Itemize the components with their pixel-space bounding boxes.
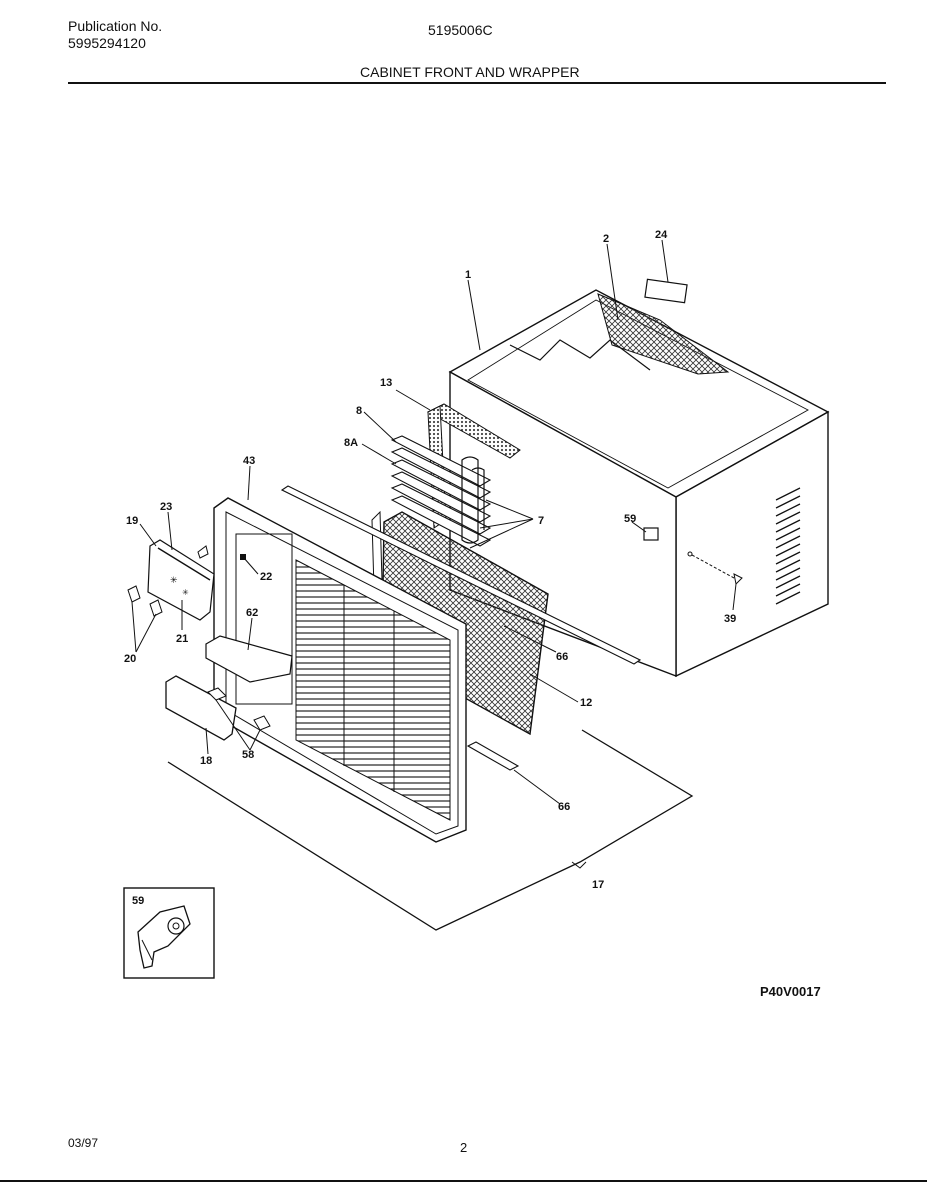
label-part-24: [644, 278, 688, 304]
header-rule: [68, 82, 886, 84]
rail-top: [280, 485, 642, 665]
callout-13: 13: [380, 377, 392, 389]
diagram-reference: P40V0017: [760, 984, 821, 999]
knob-part-20: [127, 585, 163, 617]
coil-tubes-part-7: [461, 456, 485, 544]
callout-8a: 8A: [344, 437, 358, 449]
callout-62: 62: [246, 607, 258, 619]
revision-date: 03/97: [68, 1136, 99, 1150]
svg-text:✳: ✳: [170, 575, 178, 585]
callout-8: 8: [356, 405, 362, 417]
bracket-part-59: [643, 527, 659, 541]
drawer-part-62: [205, 635, 293, 683]
outline-part-17: [167, 729, 694, 931]
page-number: 2: [460, 1140, 468, 1155]
callout-66-lower: 66: [558, 801, 570, 813]
publication-number: 5995294120: [68, 35, 146, 51]
leader-lines: [131, 239, 737, 869]
callout-17: 17: [592, 879, 604, 891]
coil-fins-part-8: [390, 435, 492, 547]
callout-24: 24: [655, 229, 668, 241]
callout-22: 22: [260, 571, 272, 583]
callout-43: 43: [243, 455, 255, 467]
callout-21: 21: [176, 633, 188, 645]
callout-1: 1: [465, 269, 471, 281]
callout-7: 7: [538, 515, 544, 527]
callout-59: 59: [624, 513, 636, 525]
callout-19: 19: [126, 515, 138, 527]
publication-label: Publication No.: [68, 18, 163, 34]
rail-part-66-bottom: [466, 741, 520, 771]
side-vent-louvers: [775, 487, 801, 605]
page-title: CABINET FRONT AND WRAPPER: [360, 64, 580, 80]
mesh-panel-part-2: [597, 293, 730, 375]
door-part-18: [165, 675, 237, 741]
hinge-part-58: [207, 687, 271, 731]
inset-detail-59: 59: [123, 887, 215, 979]
callout-20: 20: [124, 653, 136, 665]
inset-callout-59: 59: [132, 895, 144, 907]
clip-part-22b: [197, 545, 209, 559]
callout-66-upper: 66: [556, 651, 568, 663]
svg-text:✳: ✳: [182, 588, 189, 597]
screw-part-39: [687, 551, 743, 586]
callout-23: 23: [160, 501, 172, 513]
callout-2: 2: [603, 233, 609, 245]
callout-12: 12: [580, 697, 592, 709]
footer-rule: [0, 1180, 927, 1182]
callout-58: 58: [242, 749, 254, 761]
front-panel-part-43: [213, 497, 467, 843]
callout-18: 18: [200, 755, 212, 767]
model-number: 5195006C: [428, 22, 493, 38]
callout-39: 39: [724, 613, 736, 625]
clip-part-22: [240, 554, 246, 560]
control-panel-part-23: ✳ ✳: [147, 539, 215, 621]
